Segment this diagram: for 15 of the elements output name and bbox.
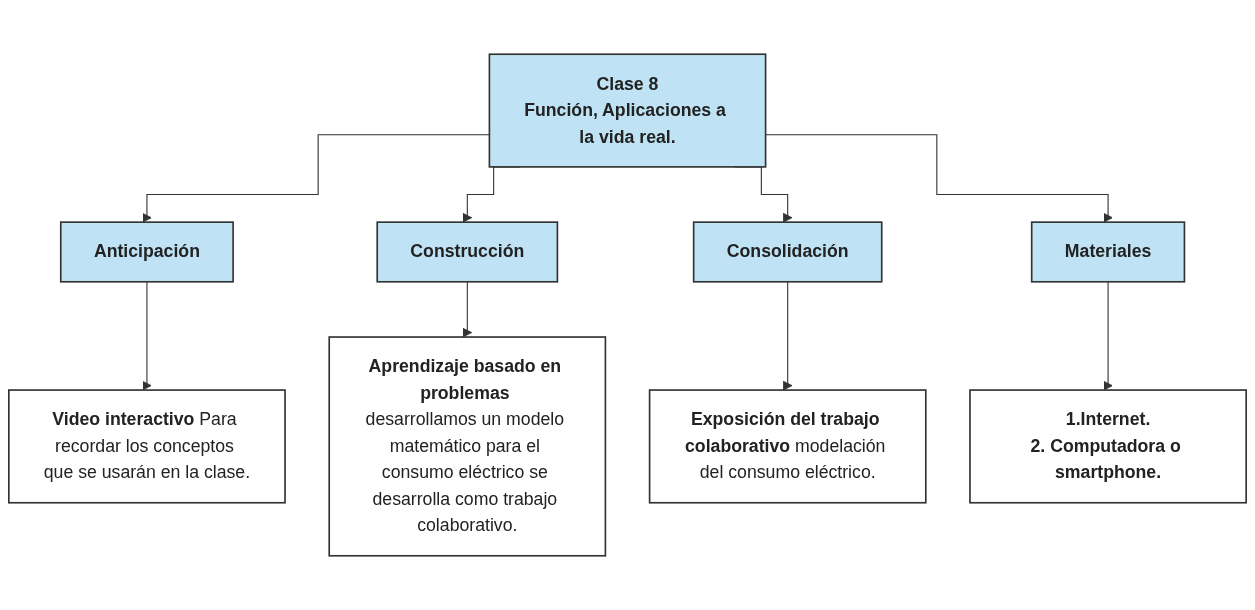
arrow xyxy=(462,281,473,338)
node-box: Materiales xyxy=(1030,221,1186,283)
arrow xyxy=(142,134,490,223)
arrow xyxy=(765,134,1113,223)
node-box: Anticipación xyxy=(59,221,234,283)
arrow xyxy=(1103,281,1113,391)
node-box: Construcción xyxy=(376,221,559,283)
node-box: Video interactivo Para recordar los conceptos que se usarán en la clase. xyxy=(8,389,286,504)
node-box: Consolidación xyxy=(692,221,883,283)
node-box: Clase 8 Función, Aplicaciones a la vida real. xyxy=(488,53,767,168)
arrow xyxy=(142,281,152,391)
node-box: Exposición del trabajo colaborativo modelación del consumo eléctrico. xyxy=(648,389,927,504)
node-box: Aprendizaje basado en problemas desarrollamos un modelo matemático para el consumo eléctrico se desarrolla como trabajo colaborativo. xyxy=(328,336,607,557)
arrow xyxy=(782,281,793,391)
node-box: 1.Internet. 2. Computadora o smartphone. xyxy=(969,389,1247,504)
